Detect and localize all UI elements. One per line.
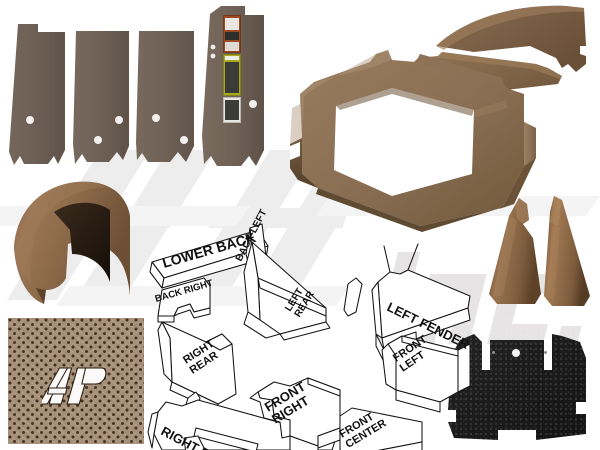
carpet-stud-right bbox=[544, 351, 547, 354]
kick-panel-3 bbox=[136, 22, 196, 170]
wheel-arch-cover bbox=[10, 178, 136, 308]
kick-panel-2 bbox=[73, 24, 131, 170]
trim-piece-line-diagram: LOWER BACK BACK LEFT BACK RIGHT LEFT REA… bbox=[140, 208, 472, 450]
rear-seat-surround-frame bbox=[288, 48, 538, 232]
sail-panel-right bbox=[544, 196, 598, 308]
kick-panel-1 bbox=[8, 24, 66, 170]
kick-panel-4-with-label bbox=[201, 6, 267, 170]
carpet-grommet bbox=[512, 349, 520, 357]
label-band-olive bbox=[223, 54, 241, 96]
perforated-vinyl-swatch bbox=[8, 318, 144, 444]
ap-logo bbox=[38, 366, 112, 406]
product-label-strip bbox=[223, 15, 241, 123]
package-tray-curved bbox=[434, 2, 600, 74]
label-band-orange bbox=[223, 15, 241, 53]
label-band-white bbox=[223, 97, 241, 123]
carpet-stud-left bbox=[492, 351, 495, 354]
sail-panel-left bbox=[487, 198, 543, 308]
